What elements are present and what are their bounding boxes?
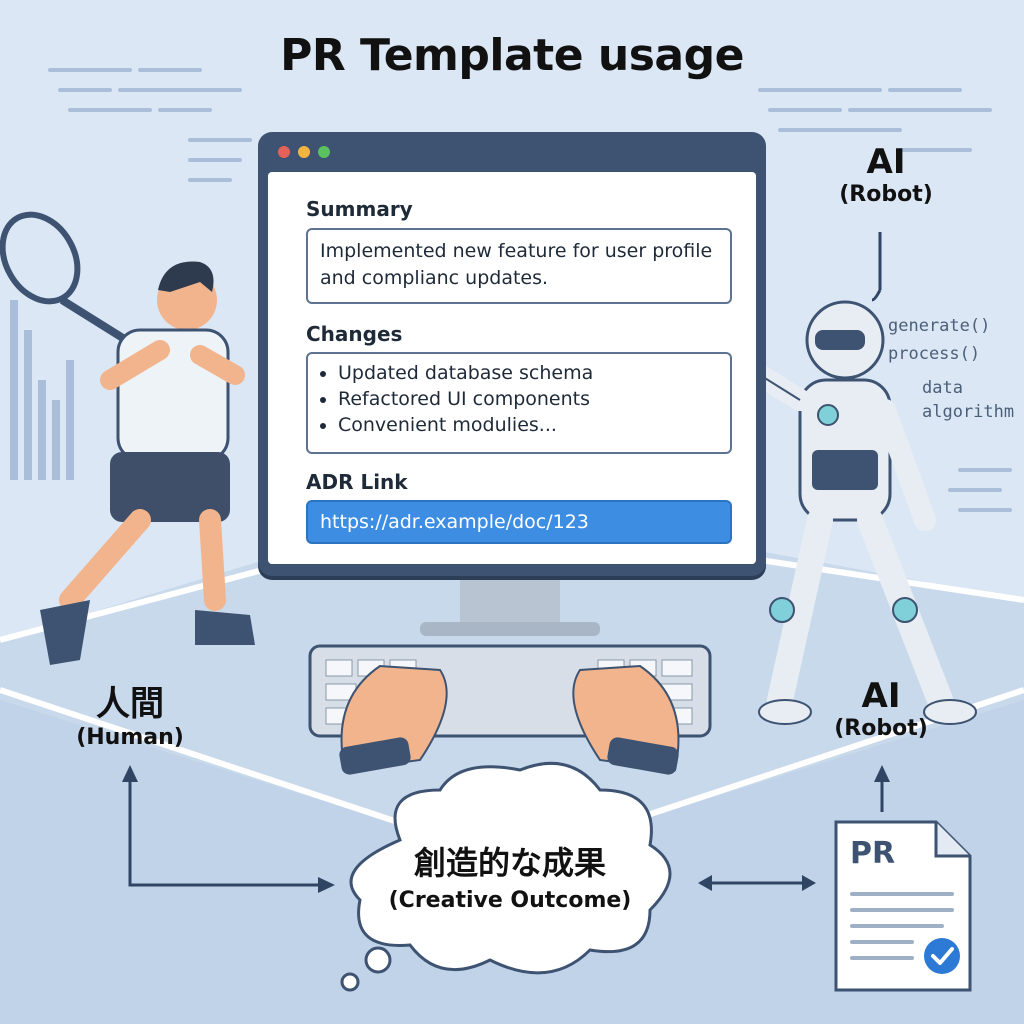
code-word: data [922,378,963,398]
code-word: process() [888,344,981,364]
checkmark-icon [924,938,960,974]
summary-field[interactable]: Implemented new feature for user profile… [306,228,732,304]
monitor-base [420,622,600,636]
monitor-neck [460,576,560,626]
monitor: Summary Implemented new feature for user… [258,132,766,576]
window-maximize-dot [318,146,330,158]
hands [339,664,680,775]
thought-cloud [340,761,672,992]
window-minimize-dot [298,146,310,158]
code-word: generate() [888,316,991,336]
outcome-subtitle: (Creative Outcome) [388,888,632,913]
page-title: PR Template usage [280,30,744,81]
list-item: Updated database schema [338,360,730,386]
adr-link-label: ADR Link [306,470,408,494]
human-title: 人間 [96,684,164,724]
adr-link-input[interactable]: https://adr.example/doc/123 [306,500,732,544]
code-word: algorithm [922,402,1015,422]
arrowheads [122,765,890,893]
outcome-title: 創造的な成果 [413,844,606,882]
pr-document: PR [832,818,974,994]
window-close-dot [278,146,290,158]
code-lines-left [48,68,252,182]
ai-bottom-label: AI (Robot) [826,676,936,741]
human-figure [0,211,255,665]
human-label: 人間 (Human) [70,676,190,750]
changes-field[interactable]: Updated database schema Refactored UI co… [306,352,732,454]
ai-top-label: AI (Robot) [836,142,936,207]
ai-top-subtitle: (Robot) [839,182,933,207]
list-item: Refactored UI components [338,386,730,412]
code-lines-right [758,88,1012,512]
ai-top-title: AI [866,142,906,182]
ai-bottom-subtitle: (Robot) [834,716,928,741]
dot-grid-left [10,300,74,480]
pr-form-screen: Summary Implemented new feature for user… [268,172,756,564]
changes-label: Changes [306,322,403,346]
list-item: Convenient modulies... [338,412,730,438]
flow-arrows [128,232,884,887]
human-subtitle: (Human) [76,725,184,750]
pr-doc-label: PR [850,836,896,871]
ai-bottom-title: AI [861,676,901,716]
creative-outcome: 創造的な成果 (Creative Outcome) [360,838,660,913]
summary-label: Summary [306,197,413,221]
